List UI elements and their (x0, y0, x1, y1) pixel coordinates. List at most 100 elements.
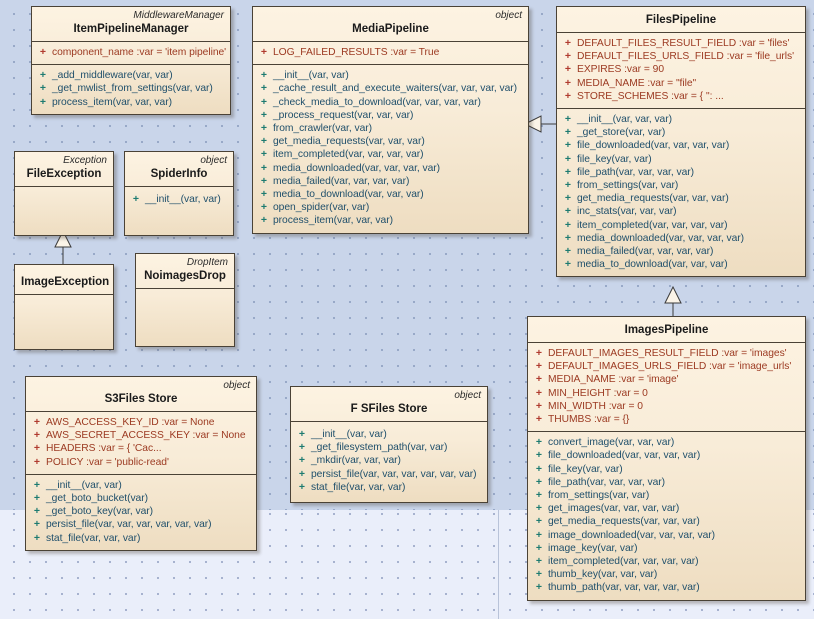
operation-row: +media_downloaded(var, var, var, var) (559, 232, 803, 245)
operation-text: get_media_requests(var, var, var) (548, 516, 700, 528)
operation-text: convert_image(var, var, var) (548, 437, 675, 449)
visibility-marker: + (535, 541, 543, 554)
operation-row: + from_settings(var, var) (530, 489, 803, 502)
attribute-row: + component_name :var = 'item pipeline' (34, 46, 228, 59)
attribute-row: + EXPIRES :var = 90 (559, 63, 803, 76)
operations-compartment: +__init__(var, var, var) +_get_store(var… (557, 109, 805, 276)
attribute-row: +DEFAULT_IMAGES_URLS_FIELD :var = 'image… (530, 360, 803, 373)
attribute-row: +MEDIA_NAME :var = 'image' (530, 373, 803, 386)
operation-text: from_settings(var, var) (548, 490, 650, 502)
operations-compartment: +convert_image(var, var, var) +file_down… (528, 432, 805, 599)
class-box-fileexception[interactable]: Exception FileException (14, 151, 114, 236)
visibility-marker: + (33, 478, 41, 491)
attribute-row: +MEDIA_NAME :var = "file" (559, 77, 803, 90)
visibility-marker: + (298, 441, 306, 454)
visibility-marker: + (33, 518, 41, 531)
operation-row: +file_path(var, var, var, var) (530, 476, 803, 489)
operation-text: _get_boto_key(var, var) (46, 506, 154, 518)
attribute-text: POLICY :var = 'public-read' (46, 456, 169, 468)
class-stereotype: DropItem (186, 257, 228, 268)
operation-row: +__init__(var, var) (28, 479, 254, 492)
compartment-divider (528, 431, 805, 433)
attribute-text: MIN_WIDTH :var = 0 (548, 400, 643, 412)
operation-row: +thumb_key(var, var, var) (530, 568, 803, 581)
operations-compartment: +__init__(var, var) +_cache_result_and_e… (253, 65, 528, 232)
operation-text: get_images(var, var, var, var) (548, 503, 680, 515)
class-box-filespipeline[interactable]: FilesPipeline +DEFAULT_FILES_RESULT_FIEL… (556, 6, 806, 278)
operation-text: image_downloaded(var, var, var, var) (548, 529, 716, 541)
class-box-spiderinfo[interactable]: object SpiderInfo +__init__(var, var) (124, 151, 234, 236)
class-box-s3filesstore[interactable]: object S3Files Store +AWS_ACCESS_KEY_ID … (25, 376, 257, 551)
attribute-row: +AWS_ACCESS_KEY_ID :var = None (28, 416, 254, 429)
operation-text: file_path(var, var, var, var) (548, 476, 666, 488)
class-box-imagespipeline[interactable]: ImagesPipeline +DEFAULT_IMAGES_RESULT_FI… (527, 316, 806, 601)
operations-compartment: +__init__(var, var) (125, 187, 233, 211)
visibility-marker: + (39, 82, 47, 95)
visibility-marker: + (564, 37, 572, 49)
visibility-marker: + (564, 245, 572, 258)
operation-row: +media_failed(var, var, var, var) (255, 175, 526, 188)
class-box-mediapipeline[interactable]: object MediaPipeline + LOG_FAILED_RESULT… (252, 6, 529, 234)
compartment-divider (557, 32, 805, 33)
visibility-marker: + (260, 122, 268, 135)
attribute-row: +MIN_WIDTH :var = 0 (530, 400, 803, 413)
operation-text: file_downloaded(var, var, var, var) (577, 140, 730, 152)
class-box-fsfilesstore[interactable]: object F SFiles Store +__init__(var, var… (290, 386, 488, 504)
operation-row: +file_downloaded(var, var, var, var) (559, 139, 803, 152)
operation-row: +_get_boto_bucket(var) (28, 492, 254, 505)
attributes-compartment: +DEFAULT_IMAGES_RESULT_FIELD :var = 'ima… (528, 343, 805, 431)
visibility-marker: + (260, 161, 268, 174)
visibility-marker: + (39, 95, 47, 108)
class-box-noimagesdrop[interactable]: DropItem NoimagesDrop (135, 253, 235, 347)
class-header: DropItem NoimagesDrop (136, 254, 234, 288)
class-name: NoimagesDrop (144, 270, 226, 282)
operation-text: item_completed(var, var, var, var) (577, 219, 728, 231)
compartment-divider (253, 64, 528, 66)
visibility-marker: + (39, 69, 47, 82)
visibility-marker: + (564, 165, 572, 178)
attribute-row: +DEFAULT_IMAGES_RESULT_FIELD :var = 'ima… (530, 347, 803, 360)
attribute-text: EXPIRES :var = 90 (577, 64, 665, 76)
visibility-marker: + (564, 126, 572, 139)
visibility-marker: + (535, 413, 543, 426)
class-header: Exception FileException (15, 152, 113, 186)
operation-row: +stat_file(var, var, var) (293, 481, 485, 494)
visibility-marker: + (535, 502, 543, 515)
visibility-marker: + (535, 436, 543, 449)
attribute-row: + DEFAULT_FILES_RESULT_FIELD :var = 'file… (559, 37, 803, 50)
operation-text: thumb_key(var, var, var) (548, 569, 658, 581)
visibility-marker: + (564, 205, 572, 218)
class-stereotype: Exception (63, 155, 107, 166)
visibility-marker: + (298, 428, 306, 440)
operation-text: file_key(var, var) (548, 463, 623, 475)
compartment-divider (26, 411, 256, 412)
operation-row: +open_spider(var, var) (255, 201, 526, 214)
class-box-imageexception[interactable]: ImageException (14, 264, 114, 350)
attribute-row: +POLICY :var = 'public-read' (28, 456, 254, 469)
attribute-row: +HEADERS :var = { 'Cac... (28, 442, 254, 455)
visibility-marker: + (564, 179, 572, 192)
attribute-text: DEFAULT_FILES_RESULT_FIELD :var = 'files… (577, 38, 790, 49)
visibility-marker: + (33, 531, 41, 544)
visibility-marker: + (535, 489, 543, 502)
operations-compartment: +__init__(var, var) +_get_boto_bucket(va… (26, 475, 256, 550)
visibility-marker: + (260, 135, 268, 148)
visibility-marker: + (564, 192, 572, 205)
operations-compartment: +__init__(var, var) +_get_filesystem_pat… (291, 422, 487, 502)
attribute-text: component_name :var = 'item pipeline' (52, 47, 227, 58)
class-box-itempipelinemanager[interactable]: MiddlewareManager ItemPipelineManager + … (31, 6, 231, 115)
operation-row: +_cache_result_and_execute_waiters(var, … (255, 82, 526, 95)
visibility-marker: + (535, 462, 543, 475)
operation-text: __init__(var, var, var) (577, 114, 672, 126)
visibility-marker: + (535, 555, 543, 568)
attributes-compartment: + LOG_FAILED_RESULTS :var = True (253, 42, 528, 64)
operation-text: _mkdir(var, var, var) (311, 455, 401, 467)
operation-row: +_mkdir(var, var, var) (293, 454, 485, 467)
operation-row: +process_item(var, var, var) (255, 214, 526, 227)
visibility-marker: + (298, 467, 306, 480)
visibility-marker: + (564, 63, 572, 76)
visibility-marker: + (132, 193, 140, 205)
visibility-marker: + (564, 152, 572, 165)
compartment-divider (15, 186, 113, 187)
